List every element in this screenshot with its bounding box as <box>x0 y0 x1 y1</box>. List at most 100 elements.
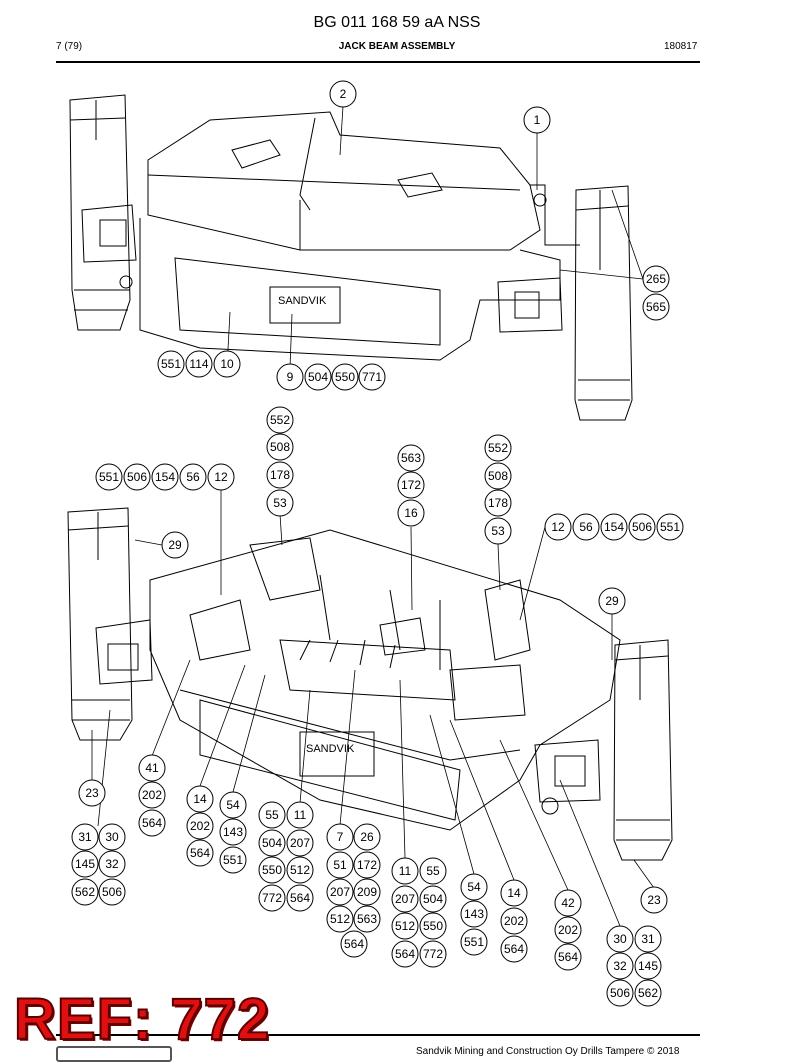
top-callout-9: 9 <box>276 363 304 391</box>
bottom-callout-172: 172 <box>353 851 381 879</box>
callout-number: 29 <box>605 594 619 608</box>
callout-number: 209 <box>357 885 377 899</box>
bottom-callout-552: 552 <box>484 434 512 462</box>
bottom-callout-772: 772 <box>258 884 286 912</box>
bottom-callout-202: 202 <box>500 907 528 935</box>
bottom-callout-32: 32 <box>98 850 126 878</box>
callout-number: 508 <box>270 440 290 454</box>
bottom-callout-12: 12 <box>207 463 235 491</box>
bottom-callout-14: 14 <box>186 785 214 813</box>
bottom-callout-564: 564 <box>391 940 419 968</box>
bottom-callout-30: 30 <box>606 925 634 953</box>
bottom-callout-551: 551 <box>460 928 488 956</box>
callout-number: 552 <box>270 413 290 427</box>
callout-number: 54 <box>467 880 481 894</box>
callout-number: 31 <box>78 830 92 844</box>
document-number: BG 011 168 59 aA NSS <box>313 14 481 31</box>
callout-number: 12 <box>214 470 228 484</box>
bottom-callout-564: 564 <box>500 935 528 963</box>
callout-number: 1 <box>534 113 541 127</box>
bottom-callout-29: 29 <box>598 587 626 615</box>
header-rule <box>56 61 700 63</box>
callout-number: 11 <box>294 808 307 822</box>
top-callout-10: 10 <box>213 350 241 378</box>
callout-number: 564 <box>344 937 364 951</box>
top-callout-2: 2 <box>329 80 357 108</box>
bottom-callout-550: 550 <box>258 856 286 884</box>
bottom-callout-178: 178 <box>266 461 294 489</box>
bottom-callout-172: 172 <box>397 471 425 499</box>
bottom-callout-202: 202 <box>186 812 214 840</box>
bottom-callout-562: 562 <box>634 979 662 1007</box>
callout-number: 9 <box>287 370 294 384</box>
top-callout-114: 114 <box>185 350 213 378</box>
bottom-callout-564: 564 <box>554 943 582 971</box>
callout-number: 53 <box>491 524 505 538</box>
callout-number: 504 <box>308 370 328 384</box>
bottom-callout-145: 145 <box>71 850 99 878</box>
bottom-callout-563: 563 <box>397 444 425 472</box>
bottom-callout-31: 31 <box>634 925 662 953</box>
bottom-callout-506: 506 <box>98 878 126 906</box>
top-callout-551: 551 <box>157 350 185 378</box>
bottom-callout-564: 564 <box>340 930 368 958</box>
callout-number: 551 <box>99 470 119 484</box>
callout-number: 504 <box>262 836 282 850</box>
bottom-callout-504: 504 <box>258 829 286 857</box>
bottom-callout-16: 16 <box>397 499 425 527</box>
callout-number: 14 <box>193 792 207 806</box>
bottom-callout-551: 551 <box>95 463 123 491</box>
bottom-assembly-view: SANDVIK <box>67 507 673 861</box>
bottom-callout-207: 207 <box>286 829 314 857</box>
callout-number: 56 <box>186 470 200 484</box>
bottom-callout-562: 562 <box>71 878 99 906</box>
bottom-callout-506: 506 <box>628 513 656 541</box>
callout-number: 207 <box>290 836 310 850</box>
callout-number: 54 <box>226 798 240 812</box>
callout-number: 771 <box>362 370 382 384</box>
callout-number: 562 <box>75 885 95 899</box>
bottom-callout-512: 512 <box>326 905 354 933</box>
bottom-callout-56: 56 <box>179 463 207 491</box>
callout-number: 512 <box>290 863 310 877</box>
bottom-callout-7: 7 <box>326 823 354 851</box>
callout-number: 30 <box>613 932 627 946</box>
top-callout-565: 565 <box>642 293 670 321</box>
callout-number: 508 <box>488 469 508 483</box>
callout-number: 512 <box>330 912 350 926</box>
callout-number: 53 <box>273 496 287 510</box>
callout-number: 207 <box>330 885 350 899</box>
bottom-callout-143: 143 <box>460 900 488 928</box>
callout-number: 143 <box>464 907 484 921</box>
callout-number: 564 <box>558 950 578 964</box>
bottom-callout-12: 12 <box>544 513 572 541</box>
footer-copyright: Sandvik Mining and Construction Oy Drill… <box>416 1046 680 1057</box>
bottom-callout-56: 56 <box>572 513 600 541</box>
bottom-callout-51: 51 <box>326 851 354 879</box>
callout-number: 550 <box>262 863 282 877</box>
bottom-callout-54: 54 <box>460 873 488 901</box>
bottom-callout-26: 26 <box>353 823 381 851</box>
bottom-callout-506: 506 <box>606 979 634 1007</box>
bottom-callout-23: 23 <box>640 886 668 914</box>
bottom-callout-55: 55 <box>419 857 447 885</box>
callout-number: 564 <box>290 891 310 905</box>
callout-number: 506 <box>632 520 652 534</box>
bottom-callout-154: 154 <box>600 513 628 541</box>
bottom-callout-42: 42 <box>554 889 582 917</box>
callout-number: 202 <box>190 819 210 833</box>
bottom-callout-143: 143 <box>219 818 247 846</box>
callout-number: 114 <box>189 357 208 371</box>
bottom-callout-207: 207 <box>391 885 419 913</box>
bottom-callout-55: 55 <box>258 801 286 829</box>
bottom-callout-563: 563 <box>353 905 381 933</box>
bottom-callout-564: 564 <box>186 839 214 867</box>
callout-number: 10 <box>220 357 234 371</box>
sandvik-logo-top: SANDVIK <box>278 295 327 307</box>
callout-number: 56 <box>579 520 593 534</box>
callout-number: 7 <box>337 830 344 844</box>
page-number: 7 (79) <box>56 41 83 52</box>
callout-number: 154 <box>604 520 624 534</box>
callout-number: 564 <box>504 942 524 956</box>
